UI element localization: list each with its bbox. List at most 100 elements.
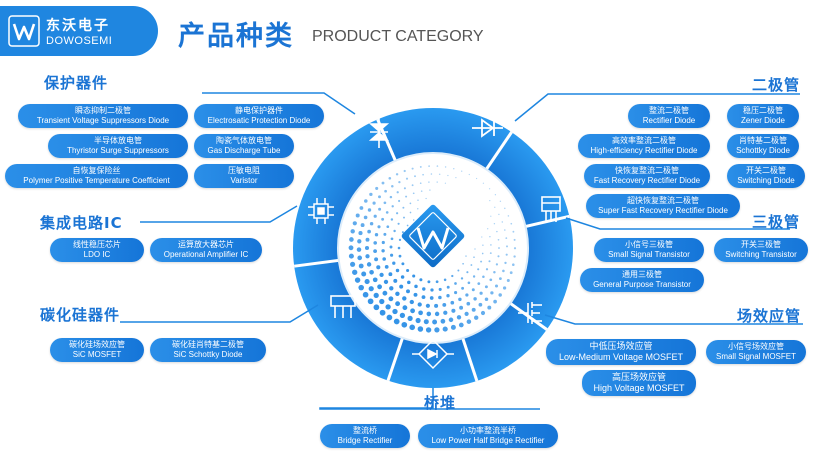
- swirl-dot: [475, 177, 478, 180]
- swirl-dot: [442, 326, 448, 332]
- product-opamp-ic[interactable]: 运算放大器芯片 Operational Amplifier IC: [150, 238, 262, 262]
- swirl-dot: [381, 249, 385, 253]
- swirl-dot: [398, 199, 401, 203]
- product-general-purpose-transistor[interactable]: 通用三极管 General Purpose Transistor: [580, 268, 704, 292]
- swirl-dot: [468, 173, 470, 176]
- product-bridge-rectifier[interactable]: 整流桥 Bridge Rectifier: [320, 424, 410, 448]
- swirl-dot: [507, 215, 510, 217]
- product-thyristor-surge[interactable]: 半导体放电管 Thyristor Surge Suppressors: [48, 134, 188, 158]
- swirl-dot: [489, 200, 491, 202]
- connector-lines: [120, 92, 803, 410]
- product-switching-diode[interactable]: 开关二极管 Switching Diode: [727, 164, 805, 188]
- product-tvs-diode[interactable]: 瞬态抑制二极管 Transient Voltage Suppressors Di…: [18, 104, 188, 128]
- swirl-dot: [447, 174, 449, 177]
- product-gas-discharge-tube[interactable]: 陶瓷气体放电管 Gas Discharge Tube: [194, 134, 294, 158]
- swirl-dot: [466, 319, 472, 324]
- product-high-voltage-mosfet[interactable]: 高压场效应管 High Voltage MOSFET: [582, 370, 696, 396]
- swirl-dot: [379, 309, 386, 316]
- swirl-dot: [425, 303, 430, 308]
- swirl-dot: [367, 208, 372, 212]
- swirl-dot: [502, 269, 505, 273]
- swirl-dot: [411, 184, 414, 187]
- swirl-dot: [497, 255, 500, 258]
- swirl-dot: [363, 215, 368, 220]
- swirl-dot: [489, 278, 493, 282]
- swirl-dot: [428, 181, 430, 183]
- swirl-dot: [504, 261, 507, 265]
- product-zener-diode[interactable]: 稳压二极管 Zener Diode: [727, 104, 799, 128]
- swirl-dot: [466, 301, 471, 306]
- product-small-signal-mosfet[interactable]: 小信号场效应管 Small Signal MOSFET: [706, 340, 806, 364]
- product-ldo-ic[interactable]: 线性稳压芯片 LDO IC: [50, 238, 144, 262]
- wheel-inner-border: [337, 152, 529, 344]
- swirl-dot: [385, 304, 391, 310]
- swirl-dot: [417, 302, 422, 307]
- swirl-dot: [490, 291, 494, 295]
- swirl-dot: [396, 212, 399, 215]
- swirl-dot: [471, 288, 475, 292]
- swirl-dot: [352, 269, 358, 275]
- to-package-transistor-icon: [541, 196, 561, 222]
- swirl-dot: [461, 170, 463, 172]
- swirl-dot: [401, 231, 404, 234]
- product-low-medium-voltage-mosfet[interactable]: 中低压场效应管 Low-Medium Voltage MOSFET: [546, 339, 696, 365]
- product-low-power-half-bridge[interactable]: 小功率整流半桥 Low Power Half Bridge Rectifier: [418, 424, 558, 448]
- swirl-dot: [392, 261, 396, 265]
- swirl-dot: [426, 311, 432, 317]
- swirl-dot: [480, 260, 483, 263]
- swirl-dot: [367, 229, 371, 234]
- product-sic-schottky[interactable]: 碳化硅肖特基二极管 SiC Schottky Diode: [150, 338, 266, 362]
- product-pptc[interactable]: 自恢复保险丝 Polymer Positive Temperature Coef…: [5, 164, 188, 188]
- product-rectifier-diode[interactable]: 整流二极管 Rectifier Diode: [628, 104, 710, 128]
- swirl-dot: [406, 268, 410, 273]
- swirl-dot: [417, 326, 424, 332]
- product-switching-transistor[interactable]: 开关三极管 Switching Transistor: [714, 238, 808, 262]
- swirl-dot: [493, 299, 497, 304]
- swirl-dot: [487, 305, 492, 310]
- swirl-dot: [373, 304, 380, 311]
- product-super-fast-recovery-rectifier[interactable]: 超快恢复整流二极管 Super Fast Recovery Rectifier …: [586, 194, 740, 218]
- swirl-dot: [428, 165, 430, 167]
- swirl-dot: [348, 245, 354, 251]
- product-fast-recovery-rectifier[interactable]: 快恢复整流二极管 Fast Recovery Rectifier Diode: [584, 164, 710, 188]
- product-varistor[interactable]: 压敏电阻 Varistor: [194, 164, 294, 188]
- swirl-dot: [377, 225, 381, 229]
- swirl-dot: [393, 229, 396, 233]
- swirl-dot: [399, 284, 404, 289]
- ic-chip-icon: [308, 198, 334, 224]
- swirl-dot: [506, 279, 510, 282]
- swirl-dot: [455, 176, 457, 179]
- swirl-dot: [414, 284, 418, 289]
- swirl-dot: [461, 286, 465, 290]
- swirl-dot: [453, 168, 455, 170]
- swirl-dot: [395, 268, 400, 273]
- product-sic-mosfet[interactable]: 碳化硅场效应管 SiC MOSFET: [50, 338, 144, 362]
- dowosemi-logo-icon: [8, 15, 40, 47]
- swirl-dot: [415, 317, 421, 324]
- swirl-dot: [412, 274, 416, 278]
- swirl-dot: [378, 195, 381, 199]
- page-subtitle: PRODUCT CATEGORY: [312, 28, 484, 45]
- swirl-dot: [482, 182, 485, 184]
- swirl-dot: [364, 279, 370, 285]
- swirl-dot: [481, 252, 484, 255]
- swirl-dot: [413, 292, 418, 297]
- swirl-dot: [506, 245, 508, 248]
- swirl-dot: [382, 290, 388, 296]
- swirl-dot: [489, 252, 492, 255]
- swirl-dot: [349, 237, 354, 242]
- swirl-dot: [417, 199, 419, 202]
- swirl-dot: [499, 277, 502, 280]
- swirl-dot: [513, 238, 516, 241]
- product-small-signal-transistor[interactable]: 小信号三极管 Small Signal Transistor: [594, 238, 704, 262]
- swirl-dot: [379, 298, 385, 305]
- product-schottky-diode[interactable]: 肖特基二极管 Schottky Diode: [727, 134, 799, 158]
- product-high-efficiency-rectifier[interactable]: 高效率整流二极管 High-efficiency Rectifier Diode: [578, 134, 710, 158]
- swirl-dot: [419, 182, 422, 185]
- product-esd-diode[interactable]: 静电保护器件 Electrosatic Protection Diode: [194, 104, 324, 128]
- swirl-dot: [406, 224, 409, 227]
- swirl-dot: [494, 194, 497, 196]
- section-title-transistor: 三极管: [752, 213, 801, 231]
- swirl-dot: [391, 184, 394, 188]
- swirl-dot: [389, 245, 393, 249]
